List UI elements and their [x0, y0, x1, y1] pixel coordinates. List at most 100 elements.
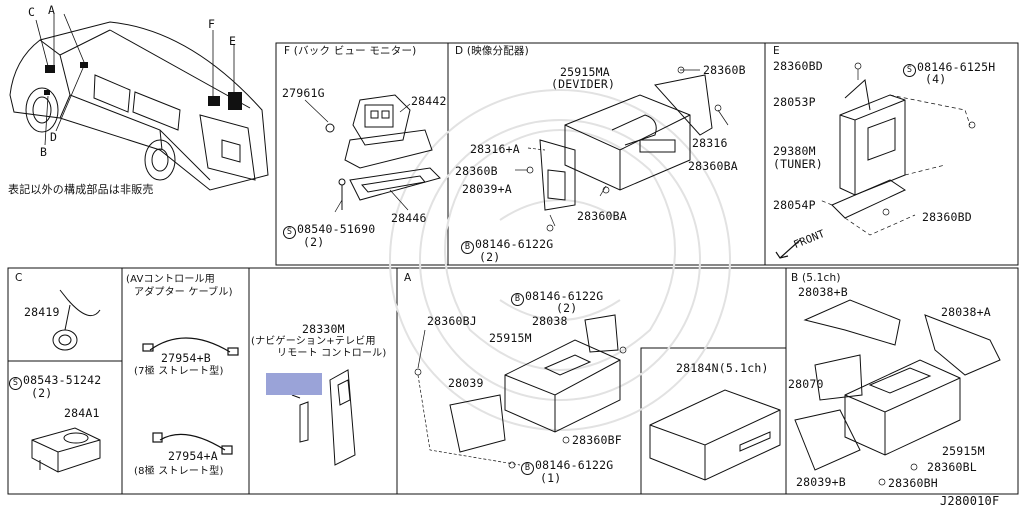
- qty-label: (4): [925, 72, 947, 86]
- part-code: 08146-6122G: [525, 289, 604, 303]
- part-27954-b-sub: (7極 ストレート型): [134, 366, 224, 377]
- screw-mark-s: S: [283, 226, 296, 239]
- panel-b-frame: [785, 267, 1019, 495]
- part-27954-b: 27954+B: [161, 351, 211, 365]
- part-25915m: 25915M: [489, 331, 532, 345]
- non-sale-note: 表記以外の構成部品は非販売: [8, 183, 154, 196]
- part-code: 08543-51242: [23, 373, 102, 387]
- part-29380m-sub: (TUNER): [773, 157, 823, 171]
- panel-e-dashed: [819, 94, 971, 236]
- screw-mark-s: S: [903, 64, 916, 77]
- bolt-mark-b: B: [521, 462, 534, 475]
- part-28053p: 28053P: [773, 95, 816, 109]
- van-illustration: [9, 21, 269, 191]
- part-28360bd: 28360BD: [773, 59, 823, 73]
- panel-e-leaders: [775, 62, 976, 259]
- part-28360b: 28360B: [703, 63, 746, 77]
- screw-mark-s: S: [9, 377, 22, 390]
- part-28039-b: 28039+B: [796, 475, 846, 489]
- part-28038-b: 28038+B: [798, 285, 848, 299]
- part-28360b-2: 28360B: [455, 164, 498, 178]
- part-27961g: 27961G: [282, 86, 325, 100]
- panel-av-title-1: (AVコントロール用: [126, 274, 215, 285]
- part-28330m-sub-1: (ナビゲーション+テレビ用: [251, 336, 376, 347]
- part-28360ba: 28360BA: [688, 159, 738, 173]
- part-284a1: 284A1: [64, 406, 100, 420]
- part-28038: 28038: [532, 314, 568, 328]
- part-28442: 28442: [411, 94, 447, 108]
- part-28039-a: 28039+A: [462, 182, 512, 196]
- panel-f-art: [325, 94, 441, 210]
- panel-a-art: [449, 314, 621, 453]
- qty-label: (2): [31, 386, 53, 400]
- panel-d-title: D (映像分配器): [455, 45, 529, 57]
- callout-a: A: [48, 3, 56, 17]
- van-leader-lines: [35, 13, 235, 146]
- qty-label: (1): [540, 471, 562, 485]
- panel-d-art: [539, 74, 713, 211]
- callout-d: D: [50, 130, 58, 144]
- part-28360bf: 28360BF: [572, 433, 622, 447]
- watermark-emblem: [389, 89, 731, 431]
- part-code: 08146-6122G: [475, 237, 554, 251]
- panel-a-title: A: [404, 272, 412, 284]
- part-code: 08146-6122G: [535, 458, 614, 472]
- part-27954-a-sub: (8極 ストレート型): [134, 466, 224, 477]
- bolt-mark-b: B: [511, 293, 524, 306]
- panel-av-title-2: アダプター ケーブル): [134, 287, 233, 298]
- panel-b-title: B (5.1ch): [791, 272, 841, 284]
- part-28330m-sub-2: リモート コントロール): [277, 348, 387, 359]
- part-28070: 28070: [788, 377, 824, 391]
- part-code: 08540-51690: [297, 222, 376, 236]
- part-28360bl: 28360BL: [927, 460, 977, 474]
- part-28039: 28039: [448, 376, 484, 390]
- part-28330m: 28330M: [302, 322, 345, 336]
- callout-f: F: [208, 17, 216, 31]
- part-28184n: 28184N(5.1ch): [676, 361, 769, 375]
- panel-e-art: [831, 79, 907, 219]
- part-28360bh: 28360BH: [888, 476, 938, 490]
- part-28038-a: 28038+A: [941, 305, 991, 319]
- panel-n-art: [649, 389, 781, 481]
- part-28316-a: 28316+A: [470, 142, 520, 156]
- remote-label-swatch: [266, 373, 322, 395]
- panel-b-leaders: [878, 463, 918, 486]
- part-25915ma: 25915MA: [560, 65, 610, 79]
- part-28446: 28446: [391, 211, 427, 225]
- panel-b-art: [794, 299, 1001, 471]
- diagram-code: J280010F: [940, 494, 1000, 508]
- panel-c-art: [31, 289, 101, 473]
- van-marker-shapes: [44, 62, 242, 110]
- bolt-mark-b: B: [461, 241, 474, 254]
- part-27954-a: 27954+A: [168, 449, 218, 463]
- part-29380m: 29380M: [773, 144, 816, 158]
- panel-c-title: C: [15, 272, 23, 284]
- panel-f-title: F (バック ビュー モニター): [284, 45, 417, 57]
- part-25915m-b: 25915M: [942, 444, 985, 458]
- panel-f-leaders: [304, 99, 411, 213]
- part-28316: 28316: [692, 136, 728, 150]
- part-code: 08146-6125H: [917, 60, 996, 74]
- part-25915ma-sub: (DEVIDER): [551, 77, 616, 91]
- qty-label: (2): [303, 235, 325, 249]
- qty-label: (2): [556, 301, 578, 315]
- part-28054p: 28054P: [773, 198, 816, 212]
- panel-e-frame: [764, 42, 1019, 266]
- qty-label: (2): [479, 250, 501, 264]
- panel-remote-art: [291, 369, 356, 466]
- part-28360bd-2: 28360BD: [922, 210, 972, 224]
- panel-d-leaders: [515, 66, 729, 232]
- callout-e: E: [229, 34, 237, 48]
- part-28360bj: 28360BJ: [427, 314, 477, 328]
- callout-c: C: [28, 5, 36, 19]
- panel-av-art: [142, 337, 239, 455]
- panel-e-title: E: [773, 45, 780, 57]
- callout-b: B: [40, 145, 48, 159]
- panel-a-leaders: [414, 329, 627, 469]
